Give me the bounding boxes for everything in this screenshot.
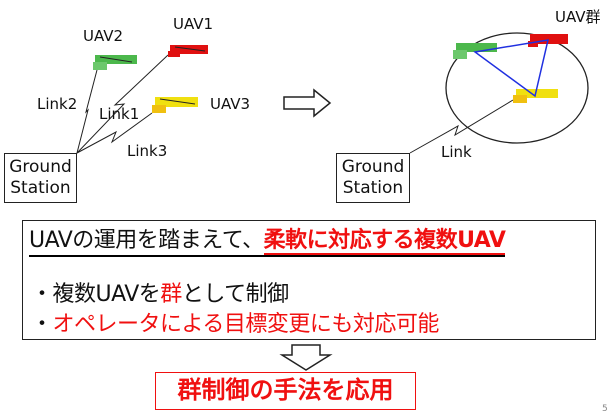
ground-station-left: Ground Station	[4, 153, 77, 203]
ground-station-right: Ground Station	[336, 153, 410, 203]
title-red-text: 柔軟に対応する複数UAV	[263, 228, 506, 255]
ground-station-line2: Station	[10, 178, 71, 198]
link2-label: Link2	[37, 95, 78, 113]
right-arrow-icon	[283, 88, 332, 118]
bullet1-prefix: ・複数UAVを	[31, 282, 161, 307]
swarm-link-label: Link	[441, 143, 472, 161]
ground-station-line2: Station	[342, 178, 404, 198]
link1-label: Link1	[99, 105, 140, 123]
page-number: 5	[602, 404, 608, 414]
bullet1-suffix: として制御	[181, 282, 289, 307]
uav-swarm-label: UAV群	[555, 8, 601, 26]
swarm-uav-green-icon	[453, 43, 497, 59]
uav2-label: UAV2	[83, 27, 124, 45]
result-box: 群制御の手法を応用	[155, 372, 416, 410]
swarm-communication-triangle	[473, 39, 549, 98]
uav1-plane-icon	[168, 45, 208, 57]
down-arrow-icon	[279, 344, 333, 371]
uav1-label: UAV1	[173, 15, 214, 33]
swarm-uav-red-icon	[528, 34, 568, 47]
swarm-uav-yellow-icon	[513, 89, 558, 103]
uav3-plane-icon	[152, 97, 198, 113]
summary-title: UAVの運用を踏まえて、柔軟に対応する複数UAV	[29, 227, 506, 257]
bullet2-prefix: ・	[31, 312, 53, 337]
ground-station-line1: Ground	[9, 157, 72, 177]
link3-label: Link3	[127, 142, 168, 160]
uav3-label: UAV3	[210, 95, 251, 113]
bullet-1: ・複数UAVを群として制御	[31, 276, 289, 308]
bullet-2: ・オペレータによる目標変更にも対応可能	[31, 306, 439, 338]
summary-box: UAVの運用を踏まえて、柔軟に対応する複数UAV ・複数UAVを群として制御 ・…	[22, 220, 596, 340]
link2-line	[76, 69, 98, 154]
link3-line	[76, 112, 153, 154]
swarm-link-line	[409, 99, 514, 154]
ground-station-line1: Ground	[341, 157, 405, 177]
title-black-text: UAVの運用を踏まえて、	[29, 228, 264, 253]
link1-line	[76, 54, 169, 154]
bullet1-red: 群	[160, 282, 182, 307]
bullet2-red: オペレータによる目標変更にも対応可能	[52, 312, 440, 337]
uav2-plane-icon	[93, 55, 137, 70]
swarm-ellipse	[445, 32, 589, 144]
